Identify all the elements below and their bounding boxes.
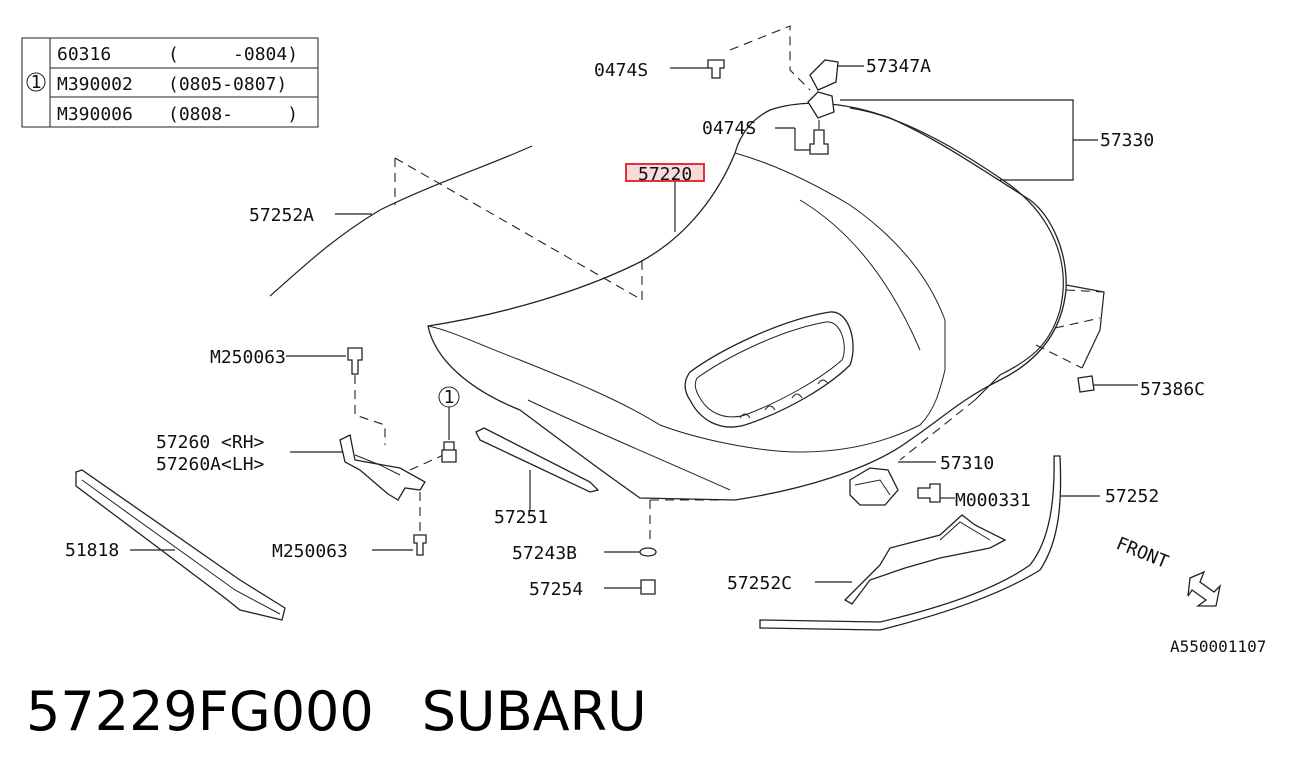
- variant-marker-circle: [26, 72, 46, 92]
- front-label: FRONT: [1113, 533, 1171, 573]
- callout-57260-rh: 57260 <RH>: [156, 432, 265, 453]
- callout-0474s-top: 0474S: [594, 60, 648, 81]
- variant-part-2: M390002: [57, 74, 133, 95]
- callout-51818: 51818: [65, 540, 119, 561]
- callout-57260a-lh: 57260A<LH>: [156, 454, 265, 475]
- hood-panel: [427, 102, 1067, 501]
- callout-m000331: M000331: [955, 490, 1031, 511]
- hood-lock-57310: [849, 399, 976, 506]
- callout-57347a: 57347A: [866, 56, 931, 77]
- weatherstrip-57252: [759, 455, 1100, 631]
- front-indicator: FRONT: [1113, 533, 1222, 607]
- brand-name: SUBARU: [421, 680, 647, 743]
- footer: 57229FG000 SUBARU: [26, 680, 647, 743]
- variant-marker: 1: [31, 72, 42, 93]
- callout-57252c: 57252C: [727, 573, 792, 594]
- front-arrow-icon: [1187, 570, 1222, 607]
- highlight-box-57220: [625, 163, 705, 182]
- callout-57386c: 57386C: [1140, 379, 1205, 400]
- bumper-57243b: [604, 499, 720, 557]
- variant-range-1: ( -0804): [168, 44, 298, 65]
- stud-marker-1: 1: [438, 386, 460, 463]
- callout-57251: 57251: [494, 507, 548, 528]
- callout-57243b: 57243B: [512, 543, 577, 564]
- bolt-0474s-top: [670, 25, 811, 91]
- weatherstrip-57252a: [269, 145, 643, 301]
- release-cable: [840, 99, 1105, 401]
- variant-range-3: (0808- ): [168, 104, 298, 125]
- callout-0474s-mid: 0474S: [702, 118, 756, 139]
- callout-57220: 57220: [638, 164, 692, 185]
- striker-57347a: [809, 59, 864, 91]
- hood-hinge-57260: [286, 347, 451, 556]
- callout-marker-1: 1: [444, 387, 455, 408]
- part-number: 57229FG000: [26, 680, 374, 743]
- variant-part-1: 60316: [57, 44, 111, 65]
- hood-stay-57251: [475, 427, 600, 510]
- callout-m250063-top: M250063: [210, 347, 286, 368]
- variant-table: 1 60316 ( -0804) M390002 (0805-0807) M39…: [21, 37, 319, 128]
- latch-bracket-57330: [807, 91, 835, 119]
- seal-51818: [75, 469, 286, 621]
- callout-57252: 57252: [1105, 486, 1159, 507]
- callout-57310: 57310: [940, 453, 994, 474]
- callout-57254: 57254: [529, 579, 583, 600]
- callout-57330: 57330: [1100, 130, 1154, 151]
- variant-range-2: (0805-0807): [168, 74, 287, 95]
- bolt-0474s-mid: [775, 120, 829, 155]
- panel-57252c: [815, 514, 1007, 605]
- diagram-code: A550001107: [1170, 637, 1266, 656]
- highlight-fill-57220: [627, 165, 703, 180]
- bumper-57254: [604, 579, 656, 595]
- clip-57386c: [1077, 375, 1138, 393]
- variant-part-3: M390006: [57, 104, 133, 125]
- callout-m250063-bottom: M250063: [272, 541, 348, 562]
- callout-57252a: 57252A: [249, 205, 314, 226]
